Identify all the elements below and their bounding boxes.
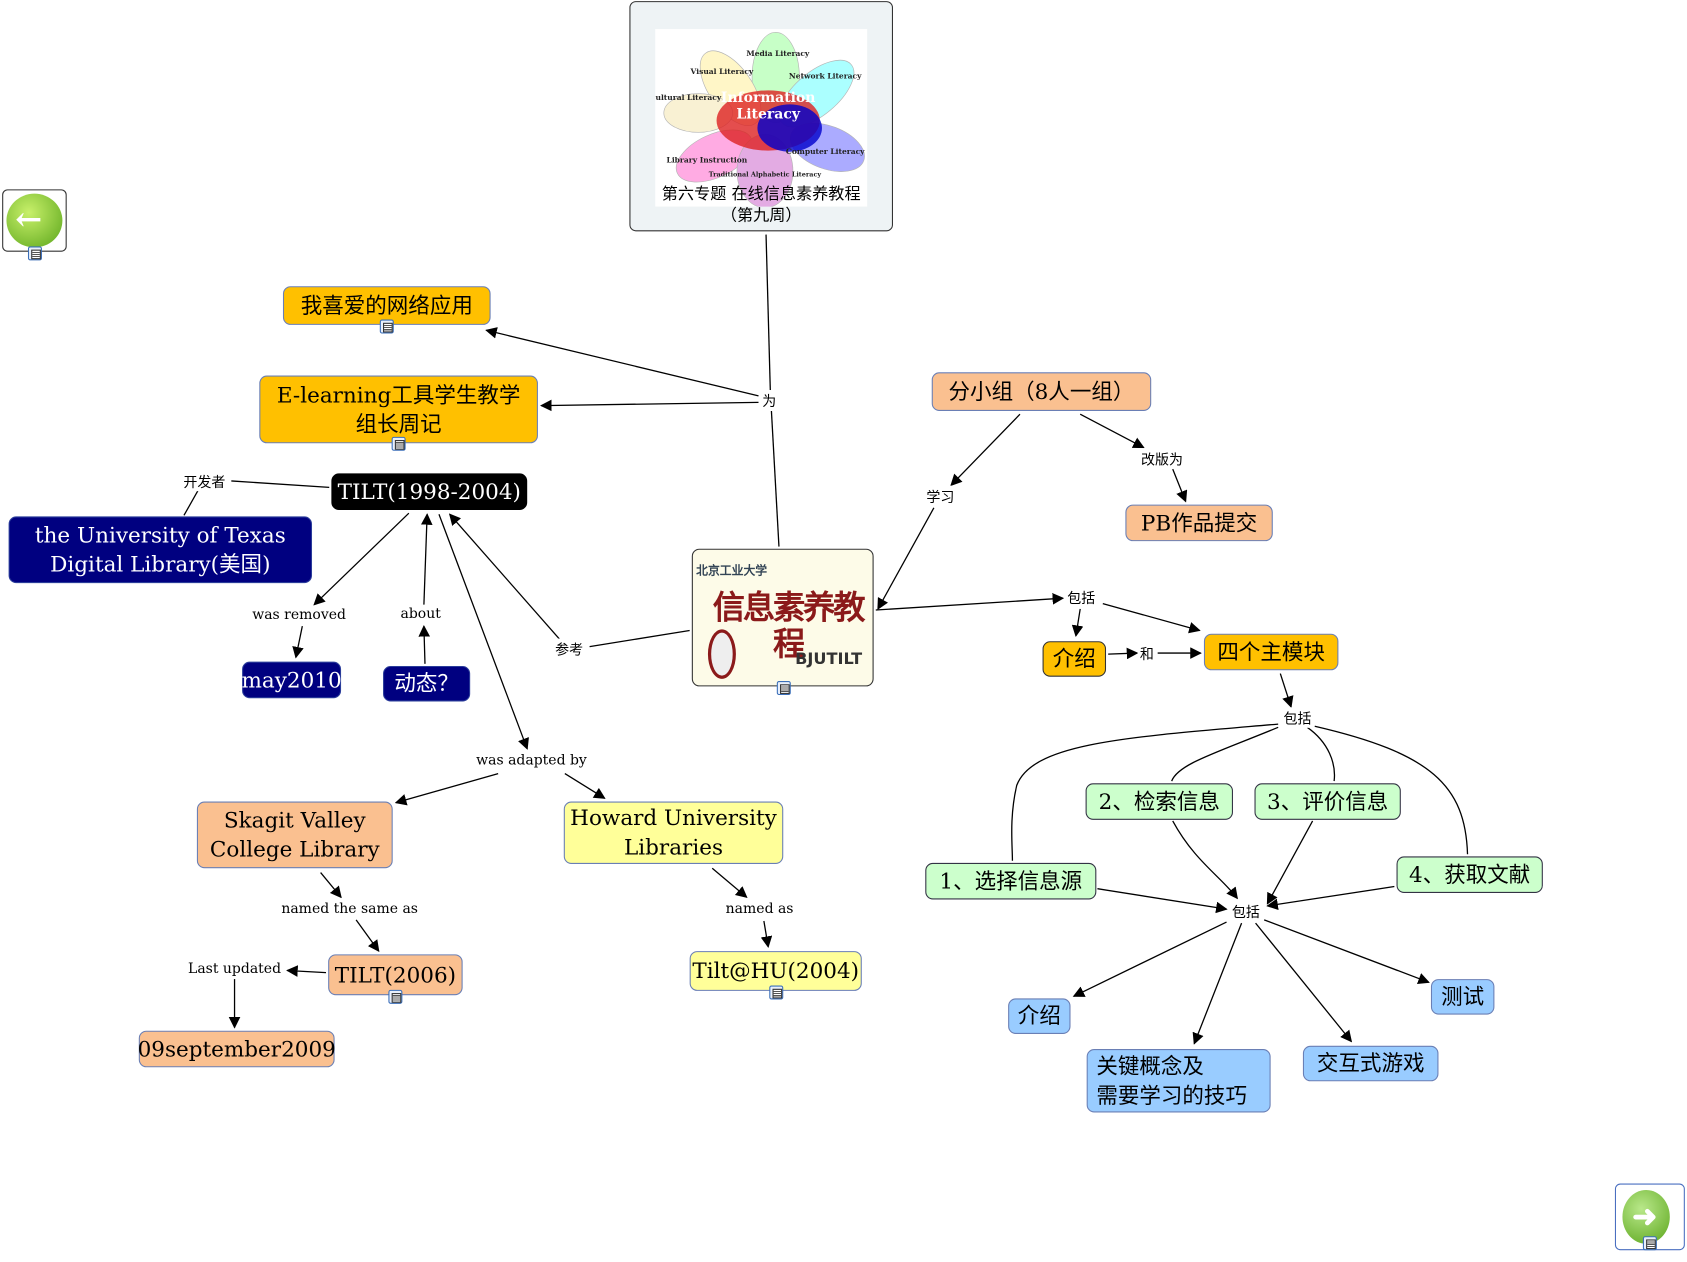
- resource-icon[interactable]: [776, 681, 791, 696]
- link-wei[interactable]: 为: [760, 390, 779, 411]
- concept-label: 3、评价信息: [1267, 788, 1389, 814]
- link-last-updated[interactable]: Last updated: [185, 961, 284, 978]
- concept-label: 4、获取文献: [1409, 861, 1531, 888]
- concept-label: 我喜爱的网络应用: [300, 292, 473, 318]
- concept-pb[interactable]: PB作品提交: [1125, 504, 1273, 542]
- concept-label: Howard University Libraries: [570, 804, 777, 860]
- information-literacy-flower-image: Media Literacy Visual Literacy Network L…: [655, 29, 868, 207]
- submap-icon[interactable]: [1642, 1236, 1657, 1251]
- resource-icon[interactable]: [769, 985, 784, 1000]
- concept-label: Tilt@HU(2004): [692, 957, 860, 984]
- concept-skagit[interactable]: Skagit Valley College Library: [196, 801, 393, 869]
- info-literacy-course-node[interactable]: 北京工业大学 信息素养教程 BJUTILT: [691, 548, 874, 696]
- concept-module-2[interactable]: 2、检索信息: [1085, 783, 1233, 820]
- topic-caption: 第六专题 在线信息素养教程 （第九周）: [661, 183, 861, 225]
- course-subtitle: BJUTILT: [795, 648, 863, 669]
- concept-label: E-learning工具学生教学 组长周记: [276, 381, 521, 437]
- link-about[interactable]: about: [398, 606, 444, 623]
- petal-label: Library Instruction: [667, 155, 748, 164]
- concept-groups[interactable]: 分小组（8人一组）: [931, 372, 1152, 411]
- concept-module-1[interactable]: 1、选择信息源: [925, 862, 1097, 900]
- petal-label: Computer Literacy: [786, 147, 865, 156]
- resource-icon[interactable]: [388, 989, 403, 1004]
- concept-label: 介绍: [1052, 645, 1096, 672]
- resource-icon[interactable]: [379, 319, 394, 334]
- petal-label: Traditional Alphabetic Literacy: [709, 170, 822, 178]
- concept-sep2009[interactable]: 09september2009: [137, 1030, 336, 1068]
- concept-intro-section[interactable]: 介绍: [1008, 998, 1071, 1034]
- concept-label: 测试: [1441, 983, 1485, 1010]
- submap-icon[interactable]: [27, 246, 42, 261]
- center-label: Information Literacy: [720, 90, 816, 123]
- concept-label: 2、检索信息: [1098, 788, 1220, 814]
- petal-label: Cultural Literacy: [655, 93, 722, 102]
- concept-tilt[interactable]: TILT(1998-2004): [331, 473, 528, 510]
- next-button[interactable]: ➜: [1614, 1183, 1685, 1251]
- concept-may2010[interactable]: may2010: [241, 661, 342, 699]
- information-literacy-node[interactable]: Media Literacy Visual Literacy Network L…: [629, 1, 893, 232]
- concept-tilt2006[interactable]: TILT(2006): [328, 954, 463, 1004]
- concept-key-concepts[interactable]: 关键概念及 需要学习的技巧: [1086, 1049, 1271, 1113]
- concept-label: may2010: [241, 666, 342, 693]
- concept-label: PB作品提交: [1140, 509, 1258, 536]
- university-label: 北京工业大学: [696, 563, 768, 578]
- concept-label: the University of Texas Digital Library(…: [34, 521, 286, 577]
- concept-dongtai[interactable]: 动态？: [383, 665, 471, 702]
- concept-four-modules[interactable]: 四个主模块: [1203, 633, 1339, 671]
- concept-fav-apps[interactable]: 我喜爱的网络应用: [282, 286, 491, 334]
- petal-label: Visual Literacy: [690, 67, 754, 76]
- link-revised[interactable]: 改版为: [1138, 448, 1186, 469]
- concept-howard[interactable]: Howard University Libraries: [563, 801, 784, 864]
- petal-label: Media Literacy: [746, 49, 809, 58]
- concept-label: 1、选择信息源: [939, 867, 1083, 894]
- arrow-left-icon: ←: [6, 193, 63, 248]
- concept-label: 关键概念及 需要学习的技巧: [1096, 1052, 1247, 1108]
- concept-label: TILT(2006): [334, 961, 457, 988]
- concept-label: 介绍: [1017, 1002, 1061, 1029]
- concept-ut-library[interactable]: the University of Texas Digital Library(…: [8, 516, 313, 584]
- concept-label: TILT(1998-2004): [337, 478, 521, 505]
- arrow-right-icon: ➜: [1622, 1189, 1670, 1244]
- concept-tilthu[interactable]: Tilt@HU(2004): [689, 951, 862, 1000]
- concept-intro[interactable]: 介绍: [1042, 641, 1107, 677]
- concept-module-4[interactable]: 4、获取文献: [1396, 856, 1543, 893]
- link-includes[interactable]: 包括: [1065, 586, 1098, 608]
- concept-label: 动态？: [394, 670, 459, 697]
- resource-icon[interactable]: [391, 436, 406, 451]
- concept-label: 分小组（8人一组）: [948, 378, 1135, 405]
- link-named-as[interactable]: named as: [723, 901, 796, 918]
- link-study[interactable]: 学习: [924, 485, 957, 507]
- concept-module-3[interactable]: 3、评价信息: [1254, 783, 1401, 820]
- link-and[interactable]: 和: [1137, 642, 1157, 664]
- concept-label: Skagit Valley College Library: [209, 806, 380, 862]
- course-title: 信息素养教程: [712, 589, 866, 664]
- concept-label: 09september2009: [137, 1035, 336, 1062]
- concept-elearning[interactable]: E-learning工具学生教学 组长周记: [259, 375, 538, 451]
- link-reference[interactable]: 参考: [553, 638, 586, 659]
- link-includes[interactable]: 包括: [1281, 707, 1314, 728]
- concept-test[interactable]: 测试: [1430, 979, 1495, 1015]
- concept-games[interactable]: 交互式游戏: [1302, 1045, 1439, 1082]
- concept-label: 交互式游戏: [1316, 1050, 1425, 1076]
- petal-label: Network Literacy: [789, 72, 862, 81]
- back-button[interactable]: ←: [2, 189, 67, 261]
- link-adapted[interactable]: was adapted by: [474, 752, 589, 769]
- link-includes[interactable]: 包括: [1229, 901, 1263, 922]
- character-icon: [707, 629, 736, 679]
- link-named-same[interactable]: named the same as: [279, 901, 421, 918]
- link-developer[interactable]: 开发者: [181, 470, 228, 492]
- concept-label: 四个主模块: [1217, 638, 1325, 665]
- link-was-removed[interactable]: was removed: [250, 607, 349, 624]
